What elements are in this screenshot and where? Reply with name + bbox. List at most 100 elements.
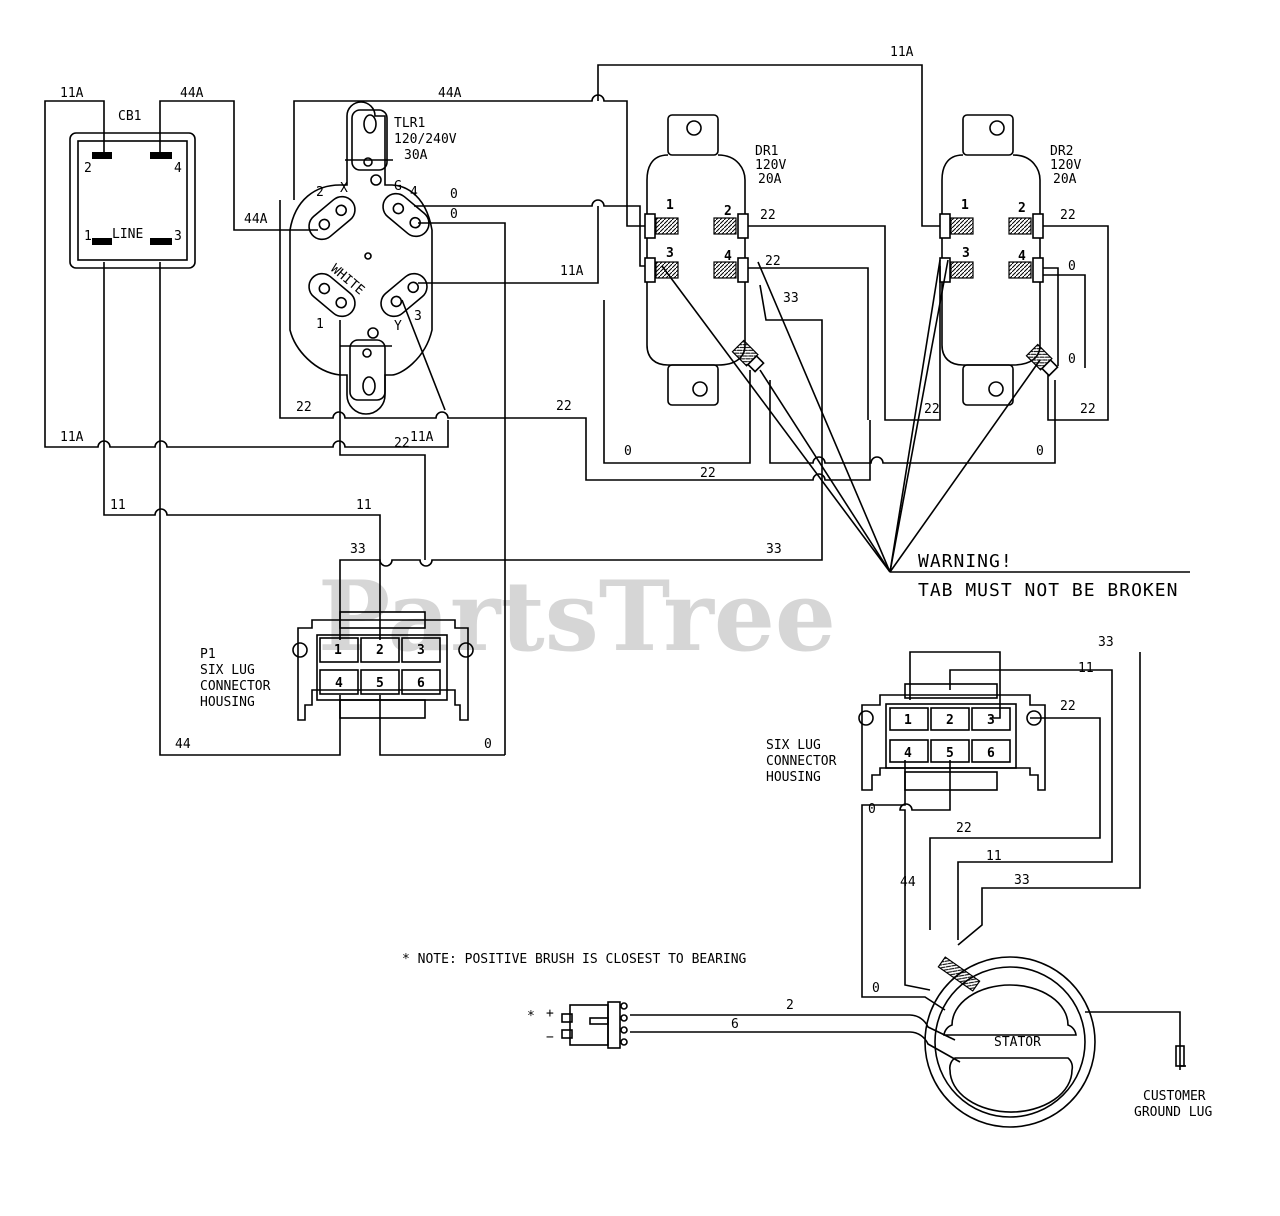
wire-label: 11A [560, 264, 584, 279]
tlr1-pin-x: X [340, 181, 348, 196]
tlr1-amps: 30A [404, 148, 428, 163]
wire-label: 22 [394, 436, 410, 451]
tlr1-pin-2: 2 [316, 185, 324, 200]
tlr1-label: TLR1 [394, 116, 425, 131]
stator-conn-pin-2: 2 [946, 713, 954, 728]
wire-label: 33 [1098, 635, 1114, 650]
receptacle-dr1: DR1 120V 20A 1 2 3 4 [644, 114, 786, 406]
stator-conn-pin-1: 1 [904, 713, 912, 728]
dr1-terminal-3: 3 [666, 246, 674, 261]
stator-conn-line2: CONNECTOR [766, 754, 837, 769]
stator-conn-pin-6: 6 [987, 746, 995, 761]
wire-label: 11A [60, 86, 84, 101]
wire-label: 11 [1078, 661, 1094, 676]
wire-label: 22 [760, 208, 776, 223]
wire-label: 44A [244, 212, 268, 227]
cb1-terminal-4: 4 [174, 161, 182, 176]
p1-line3: HOUSING [200, 695, 255, 710]
tlr1-pin-g: G [394, 179, 402, 194]
wire-label: 33 [766, 542, 782, 557]
cb1-terminal-3: 3 [174, 229, 182, 244]
wire-label: 11A [890, 45, 914, 60]
p1-line2: CONNECTOR [200, 679, 271, 694]
dr1-terminal-1: 1 [666, 198, 674, 213]
wire-label: 22 [1060, 699, 1076, 714]
wire-label: 0 [872, 981, 880, 996]
wire-label: 22 [296, 400, 312, 415]
warning-title: WARNING! [918, 551, 1013, 572]
wire-label: 0 [1068, 352, 1076, 367]
ground-line2: GROUND LUG [1134, 1105, 1212, 1120]
ground-line1: CUSTOMER [1143, 1089, 1206, 1104]
wire-label: 22 [1080, 402, 1096, 417]
p1-pin-1: 1 [334, 643, 342, 658]
p1-pin-4: 4 [335, 676, 343, 691]
connector-p1: 1 2 3 4 5 6 P1 SIX LUG CONNECTOR HOUSING [200, 611, 474, 721]
dr1-volts: 120V [755, 158, 786, 173]
wire-label: 11A [410, 430, 434, 445]
brush-minus: − [546, 1030, 554, 1045]
dr2-terminal-2: 2 [1018, 201, 1026, 216]
dr1-terminal-4: 4 [724, 249, 732, 264]
wire-label: 33 [1014, 873, 1030, 888]
receptacle-dr2: DR2 120V 20A 1 2 3 4 [939, 114, 1081, 406]
warning-text: TAB MUST NOT BE BROKEN [918, 580, 1178, 601]
wire-label: 0 [484, 737, 492, 752]
wire-label: 22 [700, 466, 716, 481]
p1-pin-3: 3 [417, 643, 425, 658]
p1-pin-5: 5 [376, 676, 384, 691]
brush-star: * [527, 1009, 535, 1024]
cb1-line-label: LINE [112, 227, 143, 242]
wire-label: 0 [868, 802, 876, 817]
dr2-terminal-1: 1 [961, 198, 969, 213]
stator-conn-pin-4: 4 [904, 746, 912, 761]
dr2-terminal-4: 4 [1018, 249, 1026, 264]
brush-plus: + [546, 1006, 554, 1021]
tlr1-rating: 120/240V [394, 132, 457, 147]
wire-label: 22 [765, 254, 781, 269]
wire-label: 44A [180, 86, 204, 101]
tlr1-pin-y: Y [394, 319, 402, 334]
warning-callout: WARNING! TAB MUST NOT BE BROKEN [918, 551, 1178, 601]
dr2-volts: 120V [1050, 158, 1081, 173]
p1-pin-6: 6 [417, 676, 425, 691]
stator: STATOR [924, 956, 1096, 1128]
watermark: PartsTree [318, 560, 836, 673]
wire-label: 44 [175, 737, 191, 752]
stator-conn-line1: SIX LUG [766, 738, 821, 753]
dr2-amps: 20A [1053, 172, 1077, 187]
wire-labels: 11A 44A 11A 44A 44A 0 0 11A 22 22 33 22 … [60, 45, 1114, 1032]
wire-label: 0 [450, 187, 458, 202]
stator-conn-pin-5: 5 [946, 746, 954, 761]
receptacle-tlr1: TLR1 120/240V 30A WHITE 2 X G 4 1 Y 3 [289, 101, 457, 415]
dr1-label: DR1 [755, 144, 778, 159]
wire-label: 0 [1036, 444, 1044, 459]
cb1-terminal-1: 1 [84, 229, 92, 244]
brush-assembly: * + − [527, 1001, 628, 1049]
brush-note: * NOTE: POSITIVE BRUSH IS CLOSEST TO BEA… [402, 952, 747, 967]
wire-label: 11 [110, 498, 126, 513]
tlr1-pin-3: 3 [414, 309, 422, 324]
dr1-amps: 20A [758, 172, 782, 187]
wires [44, 64, 1190, 1063]
dr1-terminal-2: 2 [724, 204, 732, 219]
wire-label: 0 [624, 444, 632, 459]
wire-label: 2 [786, 998, 794, 1013]
wire-label: 22 [556, 399, 572, 414]
wire-label: 22 [924, 402, 940, 417]
wire-label: 44A [438, 86, 462, 101]
ground-lug: CUSTOMER GROUND LUG [1085, 1011, 1212, 1120]
connector-stator-six-lug: 1 2 3 4 5 6 SIX LUG CONNECTOR HOUSING [766, 683, 1046, 791]
p1-label: P1 [200, 647, 216, 662]
wire-label: 33 [350, 542, 366, 557]
stator-conn-line3: HOUSING [766, 770, 821, 785]
dr2-label: DR2 [1050, 144, 1073, 159]
wire-label: 11 [986, 849, 1002, 864]
p1-pin-2: 2 [376, 643, 384, 658]
wire-label: 22 [1060, 208, 1076, 223]
wire-label: 22 [956, 821, 972, 836]
cb1-terminal-2: 2 [84, 161, 92, 176]
wire-label: 0 [1068, 259, 1076, 274]
tlr1-pin-1: 1 [316, 317, 324, 332]
